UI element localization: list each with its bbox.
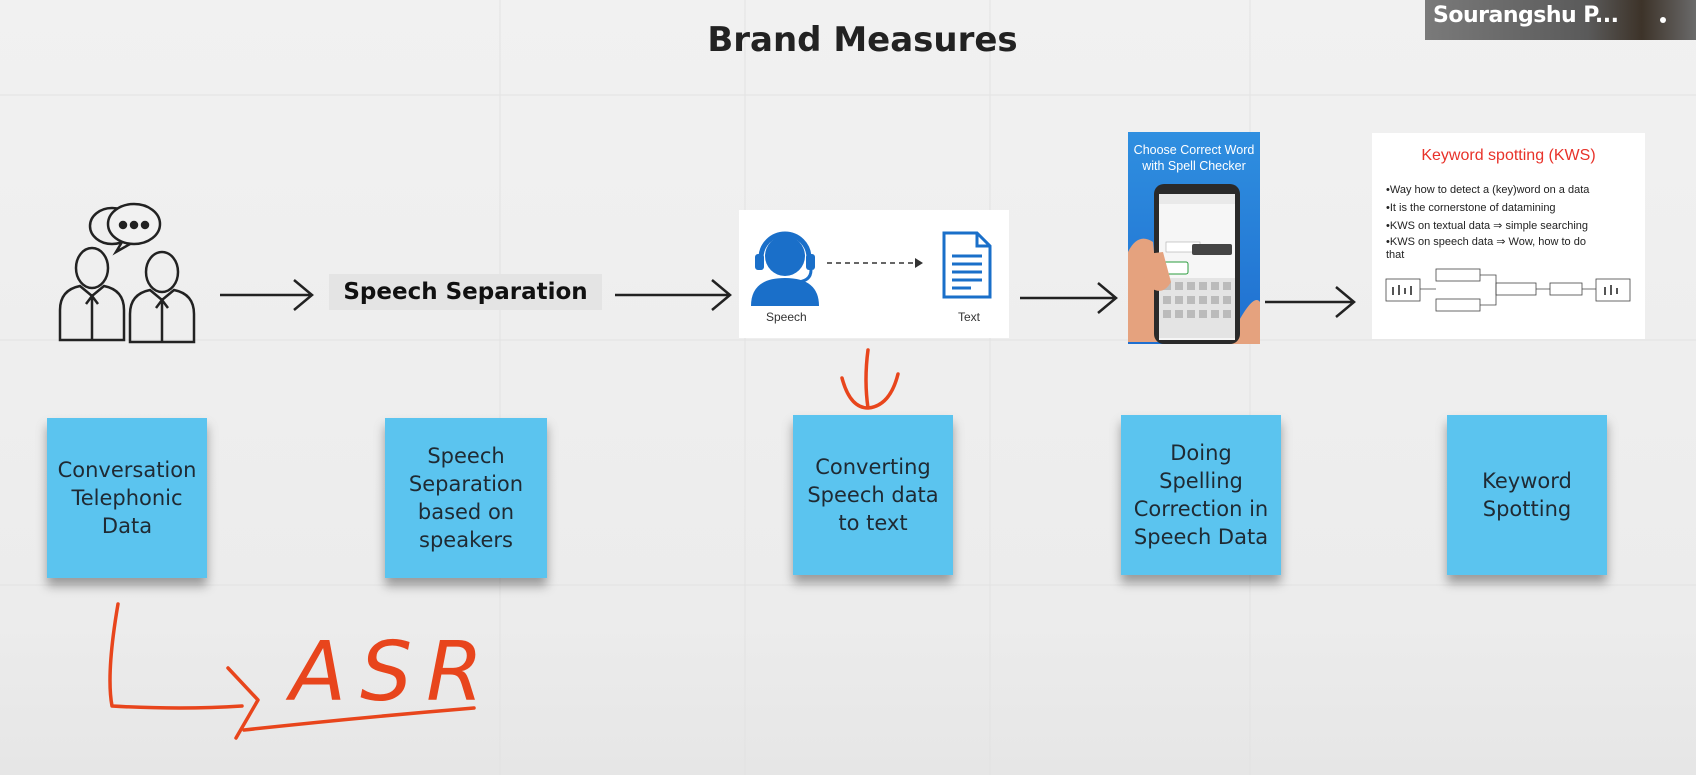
conversation-people-icon xyxy=(58,202,196,344)
kws-card-title: Keyword spotting (KWS) xyxy=(1421,147,1596,164)
sticky-note[interactable]: Speech Separation based on speakers xyxy=(385,418,547,578)
sticky-note[interactable]: Conversation Telephonic Data xyxy=(47,418,207,578)
sticky-note[interactable]: Doing Spelling Correction in Speech Data xyxy=(1121,415,1281,575)
sticky-note[interactable]: Converting Speech data to text xyxy=(793,415,953,575)
sticky-note[interactable]: Keyword Spotting xyxy=(1447,415,1607,575)
participant-name: Sourangshu P... xyxy=(1433,3,1619,28)
speech-to-text-card: Speech Text xyxy=(739,210,1009,338)
kws-bullet-list: •Way how to detect a (key)word on a data… xyxy=(1386,181,1641,261)
speech-label: Speech xyxy=(766,310,807,324)
list-item: that xyxy=(1386,249,1405,261)
list-item: •It is the cornerstone of datamining xyxy=(1386,202,1556,214)
list-item: •KWS on textual data ⇒ simple searching xyxy=(1386,220,1588,232)
slide-title: Brand Measures xyxy=(707,20,1018,60)
kws-diagram xyxy=(1385,268,1631,312)
dashed-arrow xyxy=(827,258,923,268)
more-options-icon[interactable] xyxy=(1660,17,1666,23)
list-item: •KWS on speech data ⇒ Wow, how to do xyxy=(1386,236,1586,248)
keyword-spotting-card: Keyword spotting (KWS) •Way how to detec… xyxy=(1372,133,1645,339)
spell-checker-card: Choose Correct Word with Spell Checker xyxy=(1128,132,1260,344)
participant-video-tile[interactable]: Sourangshu P... xyxy=(1425,0,1696,40)
headset-user-icon xyxy=(751,231,819,306)
speech-separation-label: Speech Separation xyxy=(329,274,602,310)
document-icon xyxy=(942,231,992,299)
text-label: Text xyxy=(958,310,981,324)
list-item: •Way how to detect a (key)word on a data xyxy=(1386,184,1590,196)
spell-checker-title: Choose Correct Word with Spell Checker xyxy=(1133,143,1255,173)
phone-in-hand-image xyxy=(1128,184,1260,344)
